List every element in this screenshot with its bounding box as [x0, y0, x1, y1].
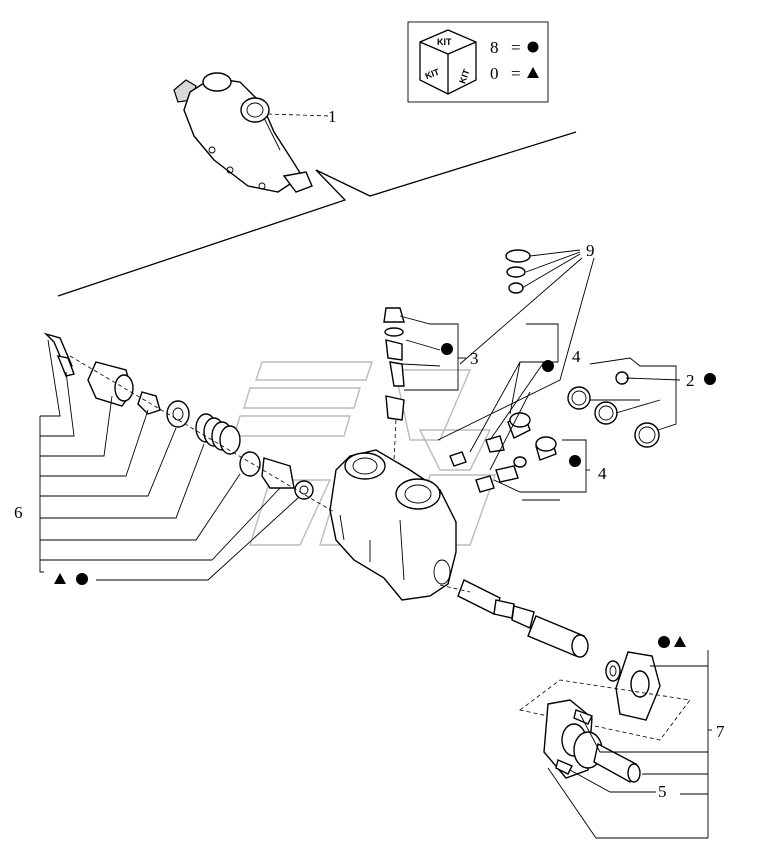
callout-1: 1 [328, 107, 337, 126]
kit-row1-number: 8 [490, 38, 499, 57]
spring [195, 413, 241, 455]
callout-3: 3 [470, 349, 479, 368]
section-break-line [57, 131, 577, 297]
callout-6: 6 [14, 503, 23, 522]
callout-2: 2 [686, 371, 695, 390]
kit-cube-icon: KIT KIT KIT [419, 29, 477, 95]
kit-legend: KIT KIT KIT 8 = 0 = [407, 21, 549, 103]
callout-3-circle-icon [441, 343, 453, 355]
callout-4b-circle-icon [569, 455, 581, 467]
kit-row1-eq: = [511, 38, 521, 57]
kit-row2-number: 0 [490, 64, 499, 83]
callout-4b: 4 [598, 464, 607, 483]
end-cover-assembly [519, 651, 691, 784]
left-cap-parts [43, 332, 335, 513]
kit-cube-top-label: KIT [437, 37, 452, 47]
callout-6-triangle-icon [54, 573, 66, 584]
valve-assembly-overview [173, 72, 331, 193]
callout-6-circle-icon [76, 573, 88, 585]
valve-body [329, 449, 457, 601]
kit-row2-eq: = [511, 64, 521, 83]
kit-legend-frame [407, 21, 549, 103]
plug-parts [449, 412, 557, 493]
leader-lines [39, 249, 712, 839]
kit-circle-icon [527, 41, 539, 53]
callout-2-circle-icon [704, 373, 716, 385]
callout-4a: 4 [572, 347, 581, 366]
o-ring-parts [567, 371, 660, 448]
kit-triangle-icon [527, 67, 539, 78]
kit-cube-left-label: KIT [424, 67, 442, 82]
callout-5: 5 [658, 782, 667, 801]
callout-9: 9 [586, 241, 595, 260]
callout-7-circle-icon [658, 636, 670, 648]
callout-4a-circle-icon [542, 360, 554, 372]
relief-valve-parts [383, 249, 531, 461]
kit-cube-right-label: KIT [457, 67, 472, 85]
callout-7-triangle-icon [674, 636, 686, 647]
callout-7: 7 [716, 722, 725, 741]
spool-parts [439, 579, 621, 682]
